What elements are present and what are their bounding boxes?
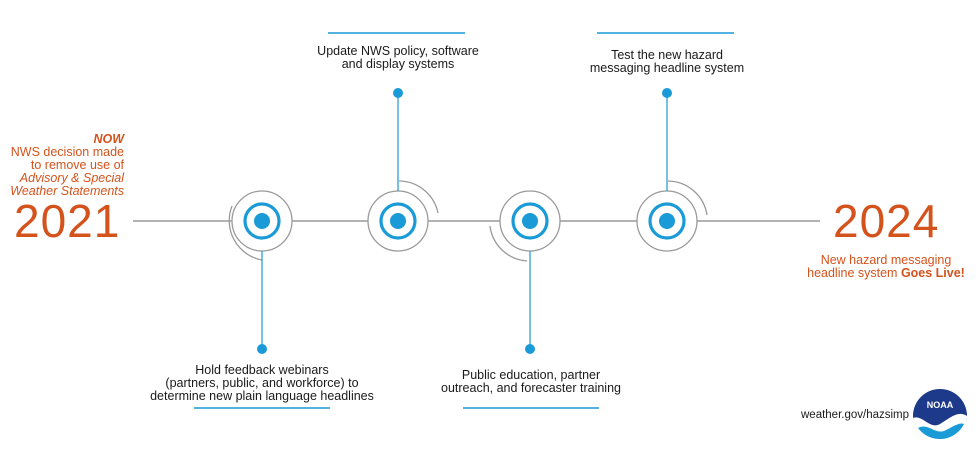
milestone-caption-3: Public education, partner outreach, and …: [427, 369, 635, 395]
milestone-marker-2: [367, 88, 439, 252]
milestone-caption-3-line-2: outreach, and forecaster training: [441, 381, 621, 395]
milestone-marker-3: [489, 190, 561, 354]
end-note: New hazard messaging headline system Goe…: [800, 254, 972, 280]
milestone-caption-1-line-2: (partners, public, and workforce) to: [165, 376, 359, 390]
start-note-line-2: to remove use of: [30, 158, 124, 172]
start-note-line-1: NWS decision made: [10, 145, 124, 159]
start-note-line-3: Advisory & Special: [19, 171, 124, 185]
milestone-caption-2-line-1: Update NWS policy, software: [317, 44, 479, 58]
milestone-caption-4: Test the new hazard messaging headline s…: [575, 49, 759, 75]
milestone-marker-4: [636, 88, 708, 252]
milestone-caption-4-line-1: Test the new hazard: [611, 48, 723, 62]
milestone-caption-2: Update NWS policy, software and display …: [298, 45, 498, 71]
end-note-strong: Goes Live!: [900, 266, 965, 280]
footer-url-link[interactable]: weather.gov/hazsimp: [801, 409, 910, 421]
start-year: 2021: [14, 195, 121, 247]
start-note: NOW NWS decision made to remove use of A…: [4, 133, 124, 198]
end-note-line-2-text: headline system: [807, 266, 898, 280]
svg-text:NOAA: NOAA: [927, 400, 954, 410]
milestone-caption-4-line-2: messaging headline system: [589, 61, 745, 75]
start-note-line-4: Weather Statements: [10, 184, 124, 198]
milestone-caption-2-line-2: and display systems: [341, 57, 455, 71]
end-note-line-1: New hazard messaging: [820, 253, 952, 267]
milestone-marker-1: [228, 190, 293, 354]
start-note-title: NOW: [93, 132, 124, 146]
end-note-line-2: headline system Goes Live!: [800, 267, 972, 280]
milestone-caption-1-line-3: determine new plain language headlines: [150, 389, 374, 403]
milestone-caption-1: Hold feedback webinars (partners, public…: [140, 364, 384, 403]
milestone-caption-3-line-1: Public education, partner: [461, 368, 601, 382]
end-year: 2024: [833, 195, 940, 247]
milestone-caption-1-line-1: Hold feedback webinars: [195, 363, 329, 377]
noaa-logo-icon: NOAA: [913, 389, 968, 444]
